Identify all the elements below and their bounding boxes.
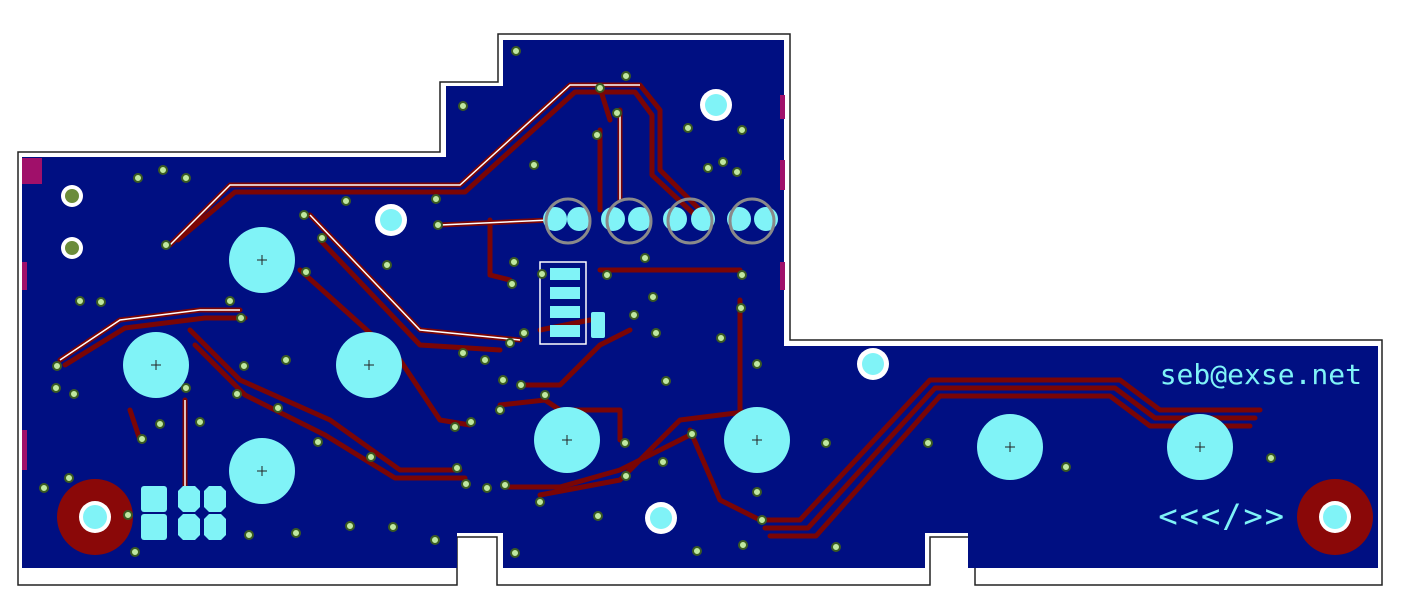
ic-footprint	[539, 261, 605, 345]
mounting-hole-right	[1297, 479, 1373, 555]
hole-cluster	[375, 89, 889, 534]
isp-header	[141, 486, 226, 540]
code-silkscreen-label: <<</>>	[1158, 497, 1286, 535]
email-silkscreen-label: seb@exse.net	[1160, 358, 1362, 391]
mounting-hole-left	[57, 479, 133, 555]
switch-pad-crosses	[151, 255, 1205, 476]
trace-clearance	[59, 84, 640, 500]
edge-markers	[22, 95, 785, 470]
vias	[39, 46, 1276, 558]
header-connector	[543, 197, 778, 245]
